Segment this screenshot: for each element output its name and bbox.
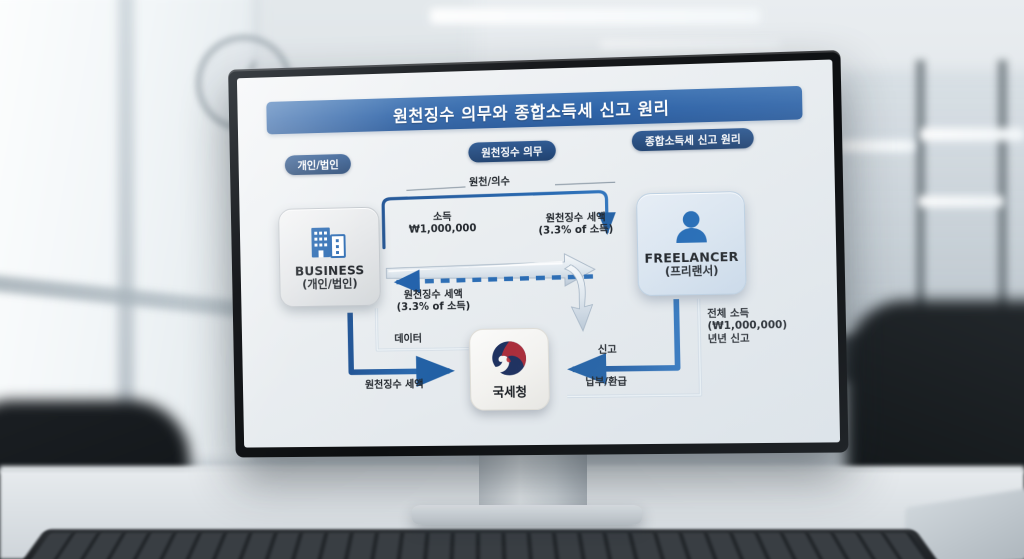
flow-label-withholding-tax-right: 원천징수 세액 (3.3% of 소득): [538, 212, 613, 239]
node-business-sublabel: (개인/법인): [302, 277, 358, 291]
monitor-stand-base: [412, 505, 642, 525]
ceiling-light: [918, 196, 1004, 207]
presentation-slide: 원천징수 의무와 종합소득세 신고 원리 개인/법인 원천징수 의무 종합소득세…: [237, 59, 840, 447]
window-mullion: [118, 0, 134, 460]
node-business[interactable]: BUSINESS (개인/법인): [278, 207, 381, 308]
ceiling-light: [600, 40, 780, 50]
person-icon: [671, 209, 710, 246]
flow-label-data: 데이터: [394, 334, 422, 347]
monitor-screen: 원천징수 의무와 종합소득세 신고 원리 개인/법인 원천징수 의무 종합소득세…: [237, 59, 840, 447]
ceiling-light: [430, 8, 760, 24]
office-building-icon: [309, 223, 349, 259]
keyboard: [14, 529, 946, 559]
flow-label-withholding-tax-dashed: 원천징수 세액 (3.3% of 소득): [396, 289, 470, 315]
node-freelancer-sublabel: (프리랜서): [665, 264, 719, 278]
korea-government-taegeuk-icon: [489, 338, 530, 378]
ceiling-light: [920, 128, 1024, 141]
flow-label-report: 신고: [598, 345, 617, 358]
flow-label-income: 소득 ₩1,000,000: [409, 211, 477, 237]
flow-label-pay-refund: 납부/환급: [585, 377, 627, 390]
node-nts-label: 국세청: [492, 381, 527, 400]
flow-label-top-bracket: 원천/의수: [469, 177, 510, 190]
computer-monitor: 원천징수 의무와 종합소득세 신고 원리 개인/법인 원천징수 의무 종합소득세…: [228, 50, 848, 457]
node-national-tax-service[interactable]: 국세청: [469, 328, 550, 411]
flow-label-withholding-remit: 원천징수 세액: [365, 379, 424, 392]
node-freelancer[interactable]: FREELANCER (프리랜서): [636, 191, 747, 296]
keyboard-keys: [25, 533, 934, 559]
flow-label-total-income-filing: 전체 소득 (₩1,000,000) 년년 신고: [707, 308, 787, 347]
monitor-stand-neck: [479, 452, 587, 512]
